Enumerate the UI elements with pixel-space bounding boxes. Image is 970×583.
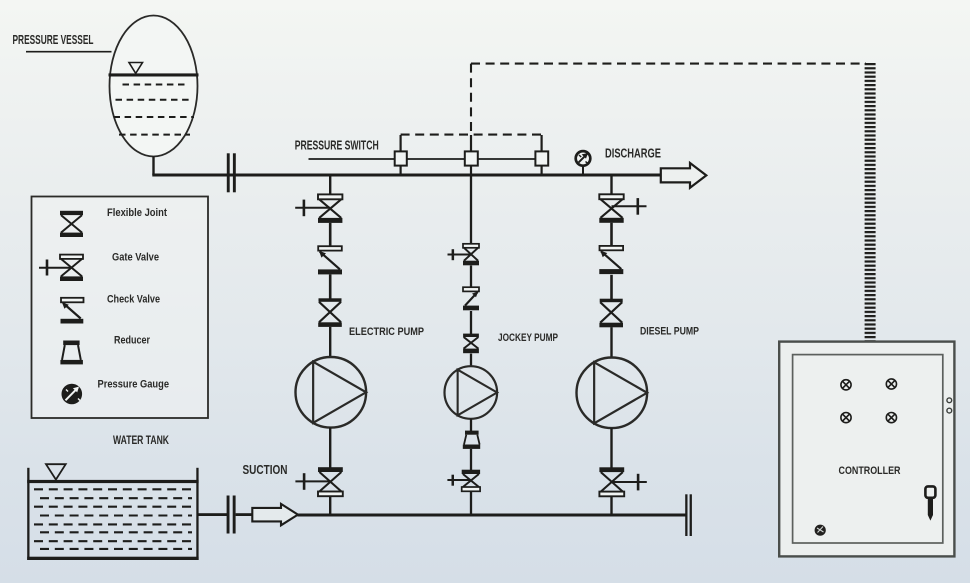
svg-text:PRESSURE SWITCH: PRESSURE SWITCH xyxy=(295,139,379,153)
svg-text:SUCTION: SUCTION xyxy=(243,462,288,477)
svg-text:WATER TANK: WATER TANK xyxy=(113,434,169,447)
svg-text:DISCHARGE: DISCHARGE xyxy=(605,147,661,161)
svg-text:Gate Valve: Gate Valve xyxy=(112,252,159,264)
svg-text:PRESSURE VESSEL: PRESSURE VESSEL xyxy=(13,32,94,47)
svg-text:Check Valve: Check Valve xyxy=(107,293,160,305)
svg-text:Reducer: Reducer xyxy=(114,334,150,346)
svg-text:ELECTRIC PUMP: ELECTRIC PUMP xyxy=(349,326,424,338)
svg-text:CONTROLLER: CONTROLLER xyxy=(839,465,901,477)
svg-text:Pressure Gauge: Pressure Gauge xyxy=(98,379,170,391)
svg-text:Flexible Joint: Flexible Joint xyxy=(107,207,167,219)
svg-text:DIESEL PUMP: DIESEL PUMP xyxy=(640,326,699,338)
svg-text:JOCKEY PUMP: JOCKEY PUMP xyxy=(498,332,558,344)
